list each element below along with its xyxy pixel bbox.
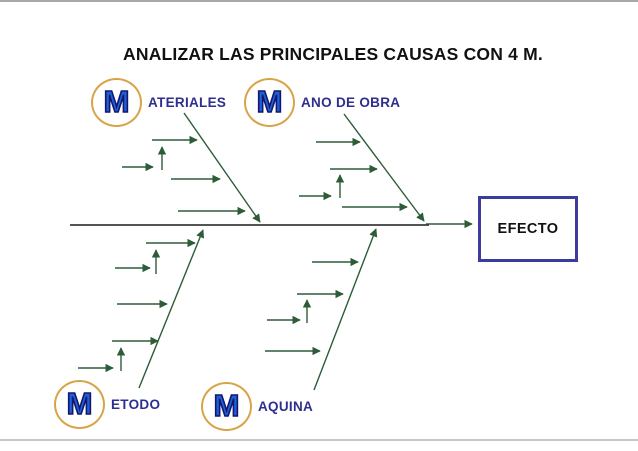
branch-materiales: M ATERIALES [91, 78, 226, 127]
branch-metodo: M ETODO [54, 380, 160, 429]
m-badge-letter: M [213, 388, 240, 423]
slide-top-edge [0, 0, 638, 2]
bone-maquina [313, 228, 378, 391]
bone-materiales [183, 112, 261, 223]
branch-label-maquina: AQUINA [258, 399, 314, 414]
branch-label-mano-de-obra: ANO DE OBRA [301, 95, 401, 110]
branch-label-materiales: ATERIALES [148, 95, 227, 110]
m-badge-letter: M [256, 84, 283, 119]
m-badge-circle-icon: M [54, 380, 105, 429]
branch-mano-de-obra: M ANO DE OBRA [244, 78, 400, 127]
branch-label-metodo: ETODO [111, 397, 161, 412]
m-badge-circle-icon: M [244, 78, 295, 127]
effect-box: EFECTO [478, 196, 578, 262]
m-badge-letter: M [66, 386, 93, 421]
bone-mano-de-obra [343, 113, 425, 222]
bone-metodo [138, 229, 205, 389]
m-badge-letter: M [103, 84, 130, 119]
m-badge-circle-icon: M [201, 382, 252, 431]
branch-maquina: M AQUINA [201, 382, 313, 431]
slide-bottom-edge [0, 439, 638, 441]
page-title: ANALIZAR LAS PRINCIPALES CAUSAS CON 4 M. [123, 44, 543, 64]
m-badge-circle-icon: M [91, 78, 142, 127]
effect-label: EFECTO [497, 221, 559, 237]
